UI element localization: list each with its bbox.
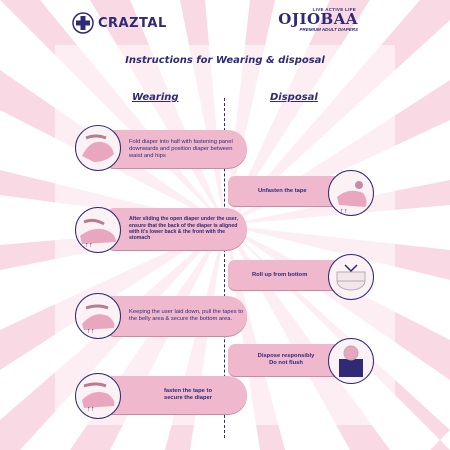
disposal-step-3-text: Dispose responsibly Do not flush — [257, 353, 315, 366]
brand-tagline: LIVE ACTIVE LIFE — [312, 7, 356, 12]
disposal-step-3-photo — [328, 338, 374, 384]
craztal-logo: CRAZTAL — [72, 12, 167, 34]
column-divider — [224, 98, 225, 438]
craztal-brand-name: CRAZTAL — [98, 15, 167, 31]
disposal-step-1-photo — [328, 170, 374, 216]
wearing-step-4-text: fasten the tape to secure the diaper — [163, 388, 212, 401]
disposal-heading: Disposal — [270, 92, 318, 103]
up-arrows-icon: ↑↑ — [87, 406, 95, 413]
wearing-step-4-photo — [75, 373, 121, 419]
wearing-heading: Wearing — [132, 92, 179, 103]
wearing-step-2-text: After sliding the open diaper under the … — [129, 216, 238, 242]
brand-subtitle: PREMIUM ADULT DIAPERS — [299, 27, 359, 32]
disposal-step-2-photo — [328, 254, 374, 300]
disposal-step-2-text: Roll up from bottom — [252, 271, 308, 278]
up-arrows-icon: ↑↑ — [340, 208, 348, 215]
brand-logo-text: OJIOBAA — [278, 10, 358, 28]
medical-cross-icon — [72, 12, 94, 34]
page-title: Instructions for Wearing & disposal — [125, 55, 325, 66]
wearing-step-1-text: Fold diaper into half with fastening pan… — [129, 138, 233, 159]
wearing-step-3-text: Keeping the user laid down, pull the tap… — [129, 309, 244, 322]
ojiobaa-logo: LIVE ACTIVE LIFE OJIOBAA PREMIUM ADULT D… — [278, 7, 358, 32]
wearing-step-1-photo — [75, 125, 121, 171]
wearing-step-2-photo — [75, 207, 121, 253]
wearing-step-3-photo — [75, 293, 121, 339]
up-arrows-icon: ↑↑ — [85, 242, 93, 249]
up-arrows-icon: ↑↑ — [87, 328, 95, 335]
disposal-step-1-text: Unfasten the tape — [258, 187, 307, 194]
